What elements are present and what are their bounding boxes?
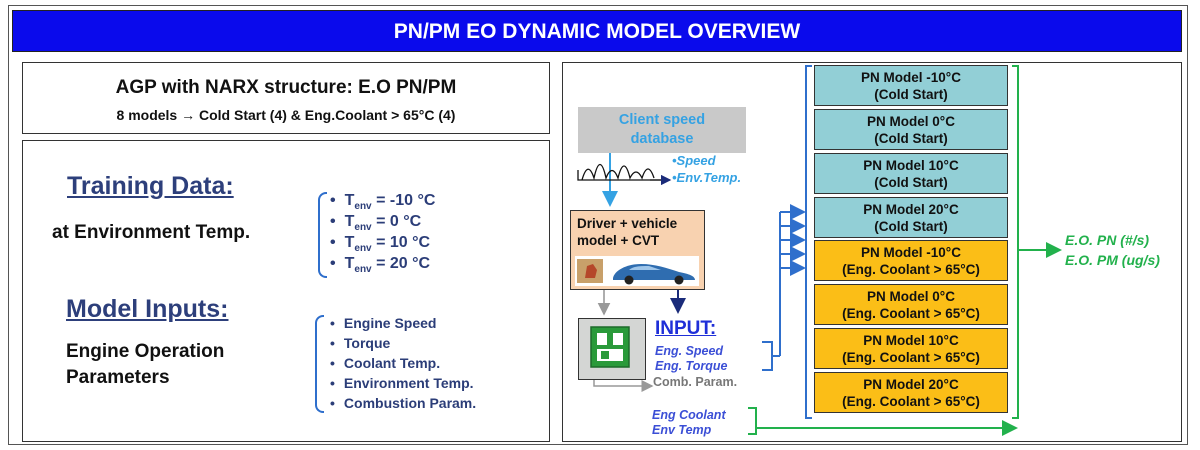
env-subscript: env <box>354 243 372 255</box>
env-temp-label: •Env.Temp. <box>672 170 742 185</box>
speed-label: •Speed <box>672 153 716 168</box>
model-inputs-list: Engine Speed Torque Coolant Temp. Enviro… <box>330 313 476 413</box>
output-bracket <box>1012 65 1019 419</box>
engine-operation-label: Engine Operation <box>66 341 225 362</box>
training-temp-item: Tenv = -10 °C <box>330 190 436 213</box>
car-icon <box>575 256 699 286</box>
training-data-heading: Training Data: <box>67 172 234 200</box>
eng-torque-input: Eng. Torque <box>655 359 728 373</box>
model-box-hot-10: PN Model 10°C(Eng. Coolant > 65°C) <box>814 328 1008 369</box>
model-input-item: Combustion Param. <box>330 393 476 413</box>
model-input-item: Engine Speed <box>330 313 476 333</box>
model-stack-bracket <box>805 65 812 419</box>
ecu-icon <box>578 318 646 380</box>
client-speed-database: Client speed database <box>578 107 746 153</box>
temps-bracket <box>318 192 327 278</box>
agp-subtitle: 8 models → Cold Start (4) & Eng.Coolant … <box>116 107 456 123</box>
page-title: PN/PM EO DYNAMIC MODEL OVERVIEW <box>12 10 1182 52</box>
model-box-cold-10: PN Model 10°C(Cold Start) <box>814 153 1008 194</box>
eng-coolant-input: Eng Coolant <box>652 408 726 422</box>
comb-param-input: Comb. Param. <box>653 375 738 389</box>
model-box-hot-20: PN Model 20°C(Eng. Coolant > 65°C) <box>814 372 1008 413</box>
training-temp-item: Tenv = 10 °C <box>330 232 435 255</box>
output-pn: E.O. PN (#/s) <box>1065 232 1150 248</box>
model-input-item: Environment Temp. <box>330 373 476 393</box>
agp-title: AGP with NARX structure: E.O PN/PM <box>115 77 457 98</box>
model-box-cold-20: PN Model 20°C(Cold Start) <box>814 197 1008 238</box>
input-heading: INPUT: <box>655 318 717 339</box>
training-temp-item: Tenv = 20 °C <box>330 253 435 276</box>
env-subscript: env <box>354 201 372 213</box>
agp-summary-box: AGP with NARX structure: E.O PN/PM 8 mod… <box>22 62 550 134</box>
env-subscript: env <box>354 222 372 234</box>
output-pm: E.O. PM (ug/s) <box>1065 252 1160 268</box>
env-subscript: env <box>354 264 372 276</box>
eng-speed-input: Eng. Speed <box>655 344 724 358</box>
model-box-cold-minus10: PN Model -10°C(Cold Start) <box>814 65 1008 106</box>
speed-trace-icon <box>577 163 662 181</box>
outputs-block: E.O. PN (#/s) E.O. PM (ug/s) <box>1065 230 1160 270</box>
parameters-label: Parameters <box>66 367 170 388</box>
model-inputs-heading: Model Inputs: <box>66 295 229 323</box>
environment-temp-label: at Environment Temp. <box>52 222 251 243</box>
training-temps-list: Tenv = -10 °C Tenv = 0 °C Tenv = 10 °C T… <box>330 190 436 276</box>
model-box-hot-0: PN Model 0°C(Eng. Coolant > 65°C) <box>814 284 1008 325</box>
driver-line2: model + CVT <box>577 233 660 248</box>
model-input-item: Torque <box>330 333 476 353</box>
inputs-bracket <box>315 315 324 413</box>
driver-line1: Driver + vehicle <box>577 216 678 231</box>
model-box-hot-minus10: PN Model -10°C(Eng. Coolant > 65°C) <box>814 240 1008 281</box>
training-temp-item: Tenv = 0 °C <box>330 211 435 234</box>
driver-vehicle-model-box: Driver + vehicle model + CVT <box>570 210 705 290</box>
model-box-cold-0: PN Model 0°C(Cold Start) <box>814 109 1008 150</box>
model-input-item: Coolant Temp. <box>330 353 476 373</box>
env-temp-input: Env Temp <box>652 423 712 437</box>
diagram-frame <box>8 5 1188 445</box>
